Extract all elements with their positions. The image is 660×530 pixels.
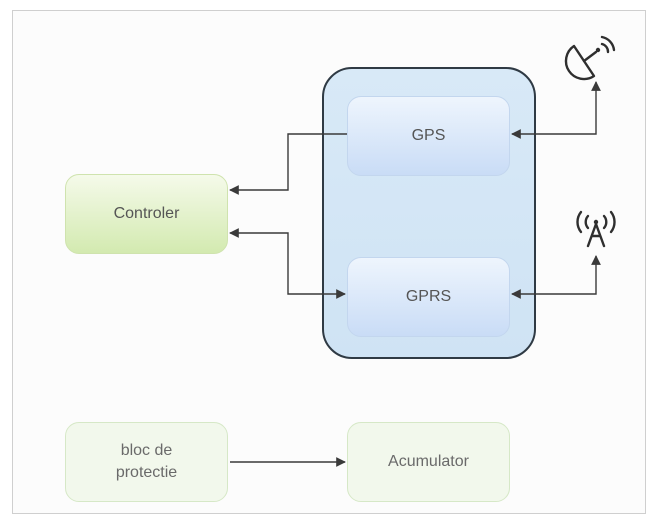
gps-node: GPS [347, 96, 510, 176]
bloc-protectie-node: bloc de protectie [65, 422, 228, 502]
gprs-label: GPRS [405, 288, 452, 305]
controler-node: Controler [65, 174, 228, 254]
antenna-tower-icon [576, 210, 616, 248]
acumulator-node: Acumulator [347, 422, 510, 502]
acumulator-label: Acumulator [388, 453, 469, 470]
satellite-dish-icon [564, 35, 616, 81]
gprs-node: GPRS [347, 257, 510, 337]
edge-controler-gprs [229, 228, 346, 299]
controler-label: Controler [113, 205, 180, 222]
bloc-label-line1: bloc de [120, 442, 173, 459]
gps-label: GPS [411, 127, 446, 144]
bloc-protectie-label: bloc de protectie [116, 440, 177, 484]
edge-satellite-gps [511, 81, 601, 139]
edge-gps-to-controler [229, 133, 347, 195]
edge-antenna-gprs [511, 255, 601, 299]
bloc-label-line2: protectie [115, 464, 178, 481]
